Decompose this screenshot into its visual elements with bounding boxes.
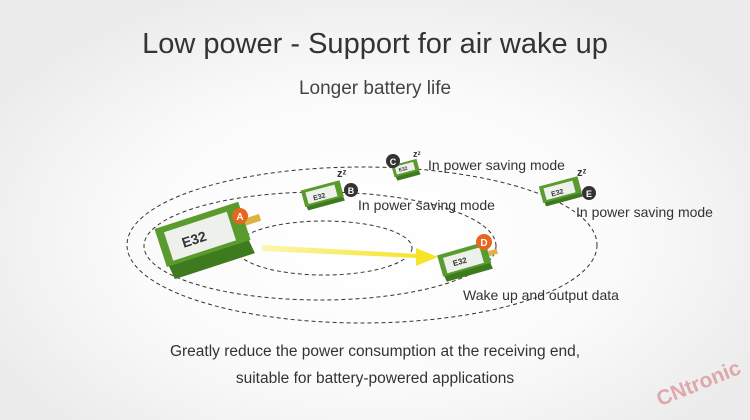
marker-b: B bbox=[344, 183, 358, 197]
marker-a-letter: A bbox=[236, 212, 243, 223]
range-ring-outer bbox=[126, 166, 598, 324]
module-a-face bbox=[163, 211, 237, 261]
signal-arrow bbox=[262, 245, 438, 266]
module-d-label: E32 bbox=[452, 255, 469, 268]
module-a-side bbox=[168, 238, 255, 280]
label-node-d: Wake up and output data bbox=[463, 287, 619, 303]
marker-b-letter: B bbox=[348, 186, 355, 196]
label-node-b: In power saving mode bbox=[358, 197, 495, 213]
sleep-icon-e: zᶻ bbox=[577, 167, 587, 179]
sleep-icon-b: zᶻ bbox=[337, 168, 347, 180]
label-node-c: In power saving mode bbox=[428, 157, 565, 173]
marker-c: C bbox=[386, 154, 400, 168]
page-title: Low power - Support for air wake up bbox=[142, 28, 608, 60]
page-subtitle: Longer battery life bbox=[298, 78, 452, 99]
marker-c-letter: C bbox=[390, 157, 397, 167]
module-e: E32 bbox=[538, 176, 583, 207]
sleep-icon-c: zᶻ bbox=[413, 149, 421, 159]
marker-a: A bbox=[232, 208, 248, 224]
marker-d: D bbox=[476, 234, 492, 250]
watermark-brand: CNtronic bbox=[653, 360, 744, 411]
description-line-2: suitable for battery-powered application… bbox=[235, 370, 515, 387]
module-a: E32 bbox=[154, 201, 262, 280]
brand-watermark: CNtronic bbox=[653, 360, 744, 411]
description-line-1: Greatly reduce the power consumption at … bbox=[169, 343, 581, 360]
marker-e-letter: E bbox=[586, 189, 592, 199]
marker-d-letter: D bbox=[480, 238, 487, 249]
module-b: E32 bbox=[300, 180, 345, 211]
module-d: E32 bbox=[437, 241, 498, 282]
range-ring-middle bbox=[143, 191, 497, 301]
marker-e: E bbox=[582, 186, 596, 200]
module-a-label: E32 bbox=[180, 228, 209, 251]
module-c: E32 bbox=[391, 158, 421, 181]
range-ring-inner bbox=[235, 220, 413, 276]
label-node-e: In power saving mode bbox=[576, 204, 713, 220]
module-e-label: E32 bbox=[551, 188, 565, 198]
module-b-label: E32 bbox=[313, 192, 327, 202]
module-a-antenna bbox=[243, 213, 262, 226]
module-c-label: E32 bbox=[398, 166, 408, 174]
